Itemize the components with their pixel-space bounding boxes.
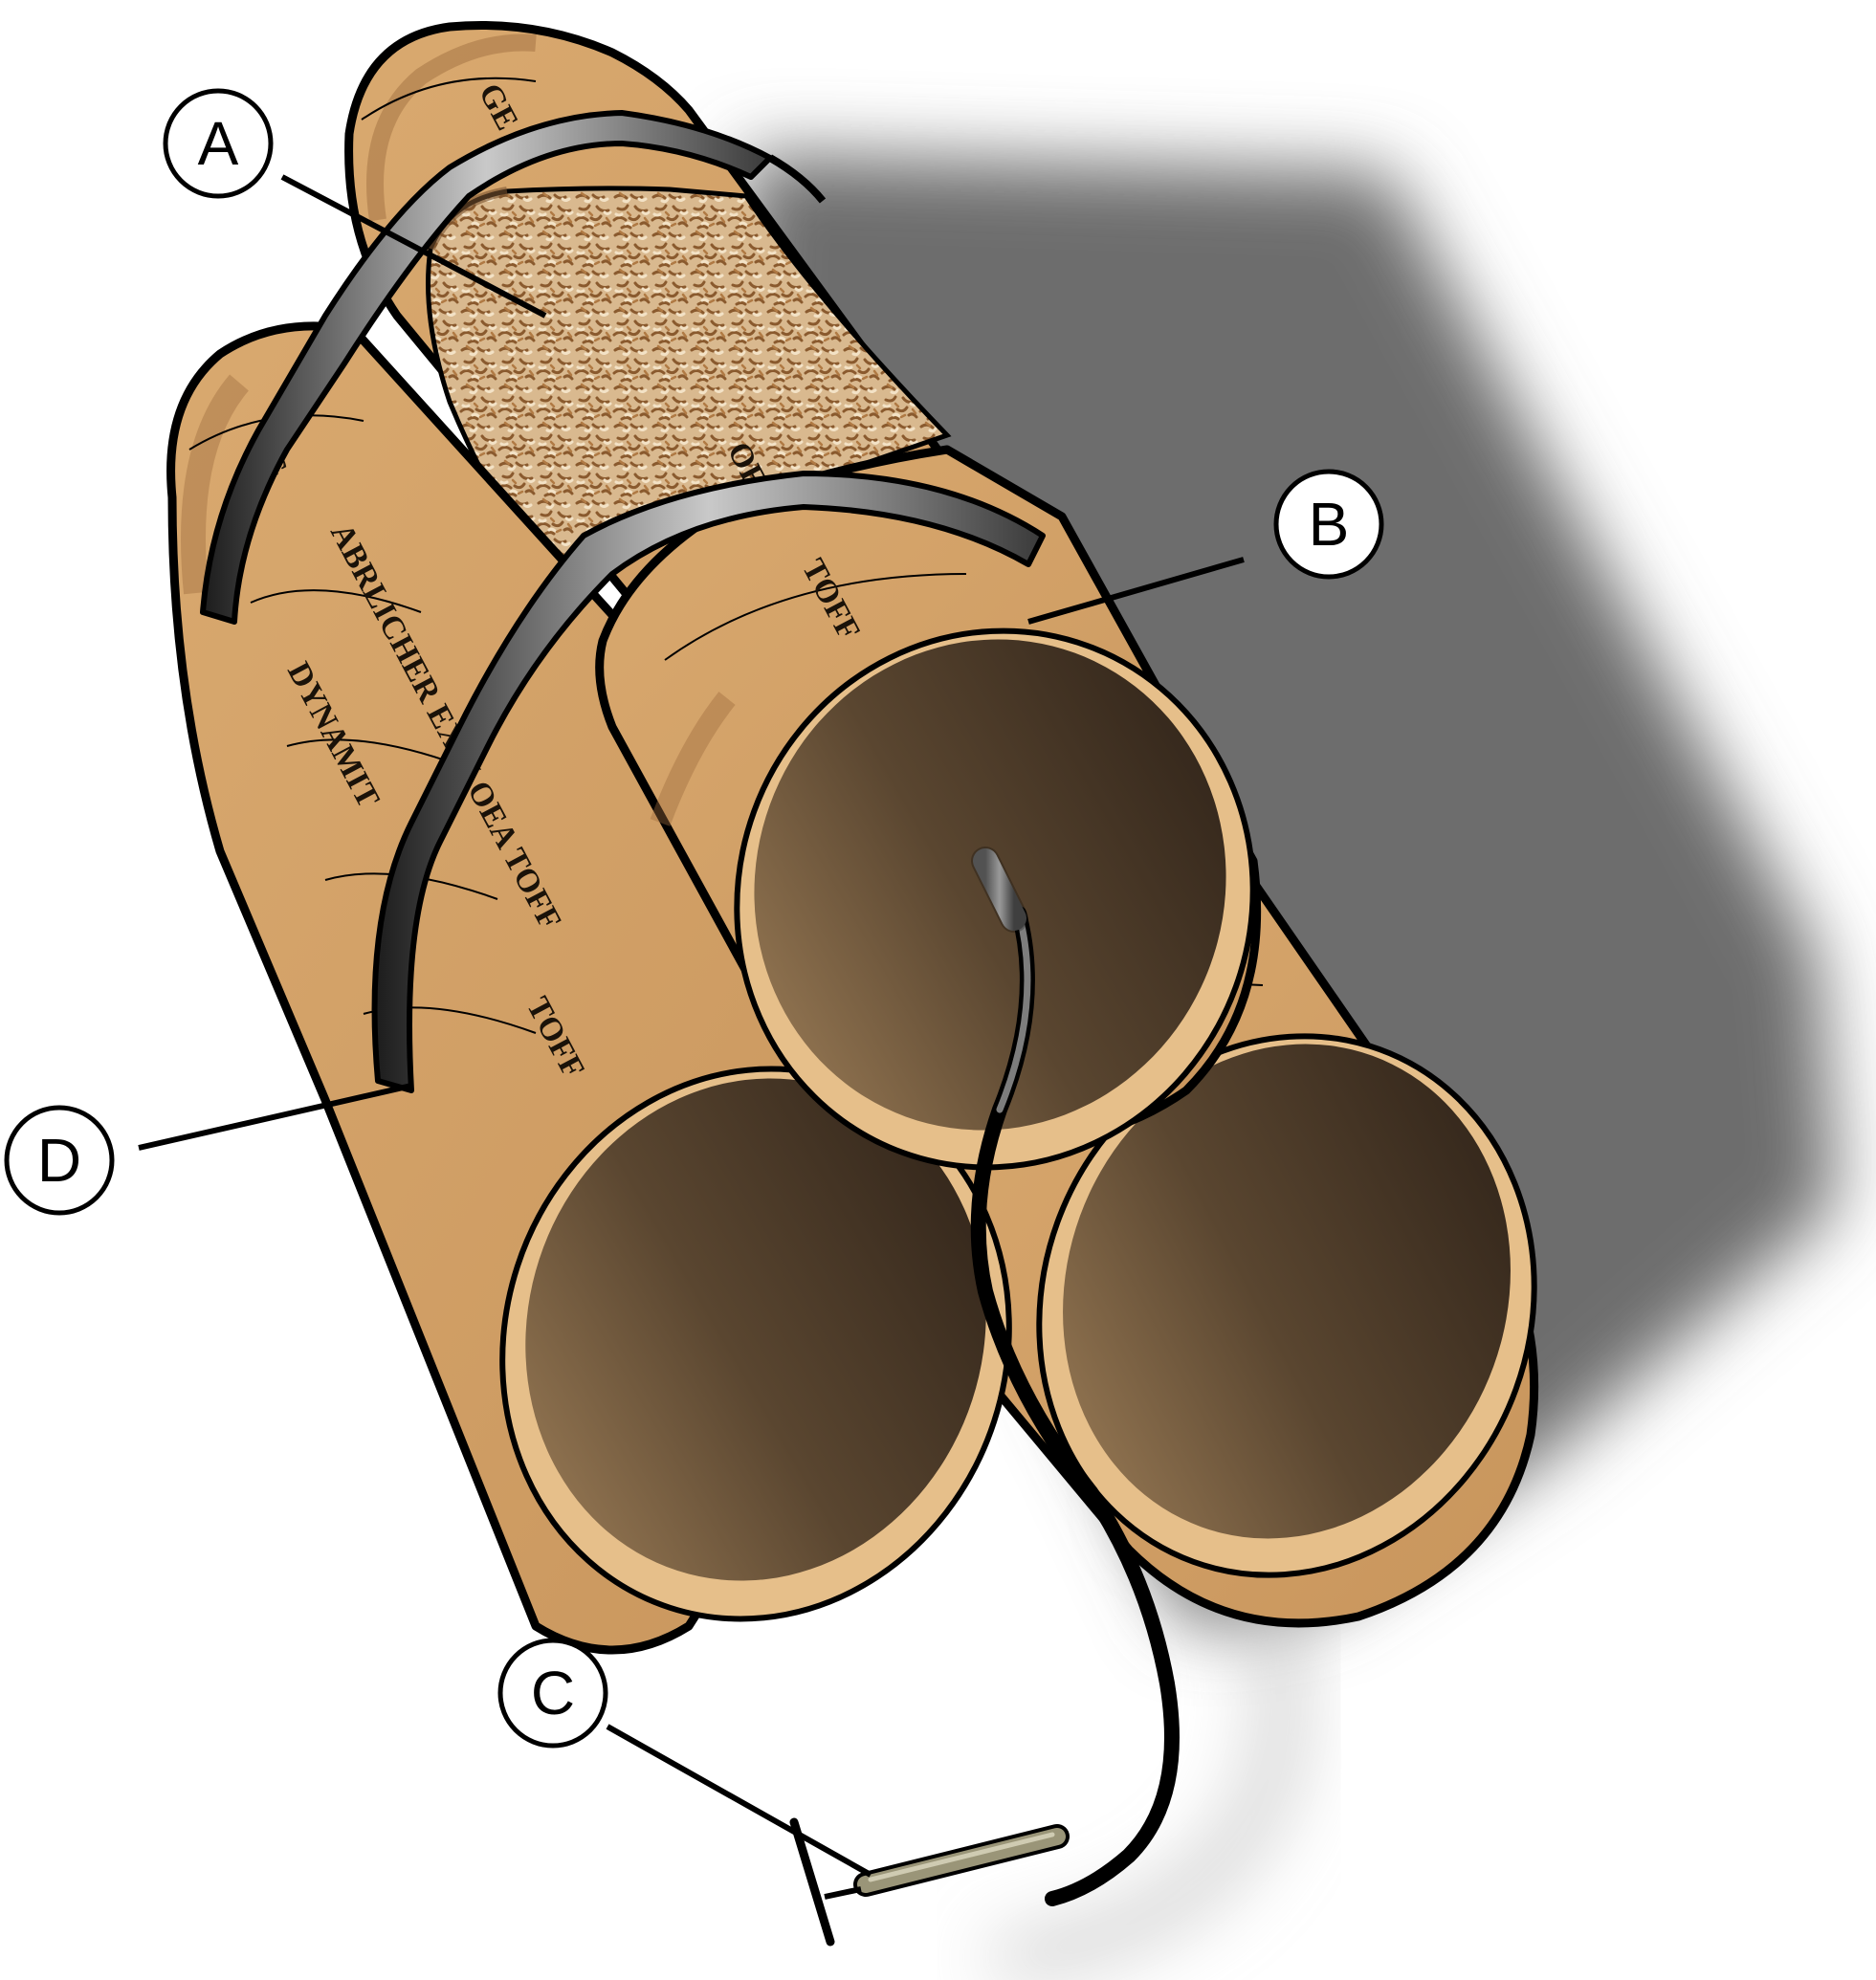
callout-label-c: C	[531, 1659, 575, 1727]
callout-label-d: D	[37, 1126, 81, 1195]
callout-b: B	[1027, 469, 1384, 625]
strap-top	[200, 110, 827, 625]
callout-d: D	[4, 1083, 412, 1216]
fuse	[970, 847, 1180, 1906]
callout-a: A	[163, 88, 547, 319]
stick-left-opening	[499, 1066, 1012, 1622]
igniter	[789, 1817, 1070, 1947]
strap-bottom	[371, 471, 1046, 1093]
callout-label-a: A	[198, 109, 239, 178]
callout-c: C	[497, 1638, 872, 1878]
callout-label-b: B	[1309, 490, 1350, 559]
